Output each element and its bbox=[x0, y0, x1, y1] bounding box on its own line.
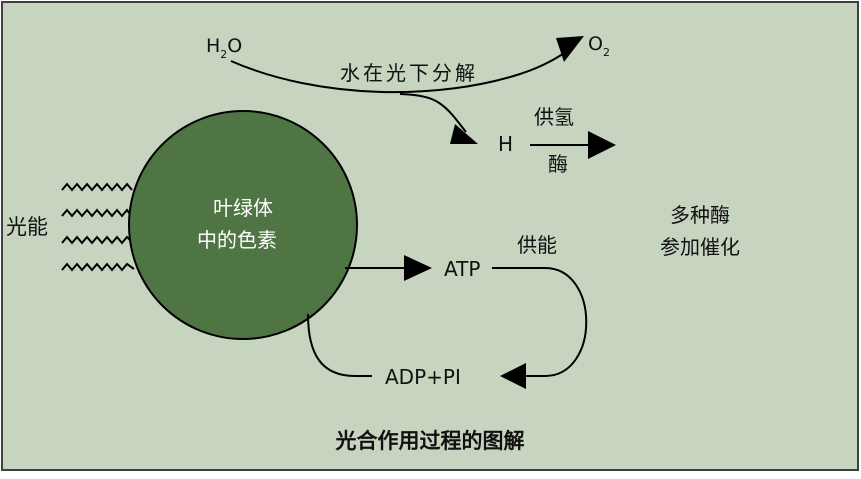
to-hydrogen-arrow bbox=[399, 93, 467, 133]
hydrogen-arrowhead-icon bbox=[450, 124, 478, 144]
chloroplast-label-line1: 叶绿体 bbox=[213, 196, 273, 220]
zigzag-icon bbox=[61, 262, 135, 272]
water-to-oxygen-arrow bbox=[230, 47, 573, 94]
supply-hydrogen-label: 供氢 bbox=[534, 105, 574, 129]
atp-arrowhead-icon bbox=[404, 255, 432, 281]
oxygen-o: O bbox=[588, 33, 603, 55]
adp-return-line bbox=[307, 313, 372, 377]
hydrogen-label: H bbox=[498, 132, 513, 156]
chloroplast-circle bbox=[128, 110, 358, 340]
zigzag-icon bbox=[61, 235, 132, 245]
atp-label: ATP bbox=[444, 257, 480, 281]
enzymes-label-line1: 多种酶 bbox=[670, 203, 730, 227]
atp-cycle-loop bbox=[492, 267, 588, 377]
water-o: O bbox=[227, 35, 242, 57]
oxygen-subscript: 2 bbox=[603, 46, 610, 59]
oxygen-label: O2 bbox=[588, 33, 610, 59]
enzyme-label: 酶 bbox=[548, 152, 568, 176]
oxygen-arrowhead-icon bbox=[556, 36, 584, 62]
diagram-title: 光合作用过程的图解 bbox=[335, 429, 525, 453]
adp-arrowhead-icon bbox=[500, 363, 526, 389]
supply-arrowhead-icon bbox=[588, 131, 616, 159]
light-rays bbox=[61, 182, 135, 272]
adp-label: ADP+PI bbox=[385, 365, 461, 389]
water-split-label: 水在光下分解 bbox=[340, 61, 478, 85]
zigzag-icon bbox=[61, 208, 131, 218]
enzymes-label-line2: 参加催化 bbox=[660, 235, 740, 259]
water-label: H2O bbox=[206, 35, 242, 61]
water-h: H bbox=[206, 35, 220, 57]
zigzag-icon bbox=[61, 182, 133, 192]
chloroplast-label-line2: 中的色素 bbox=[197, 228, 277, 252]
light-energy-label: 光能 bbox=[6, 215, 48, 239]
supply-energy-label: 供能 bbox=[517, 233, 557, 257]
water-subscript: 2 bbox=[220, 48, 227, 61]
